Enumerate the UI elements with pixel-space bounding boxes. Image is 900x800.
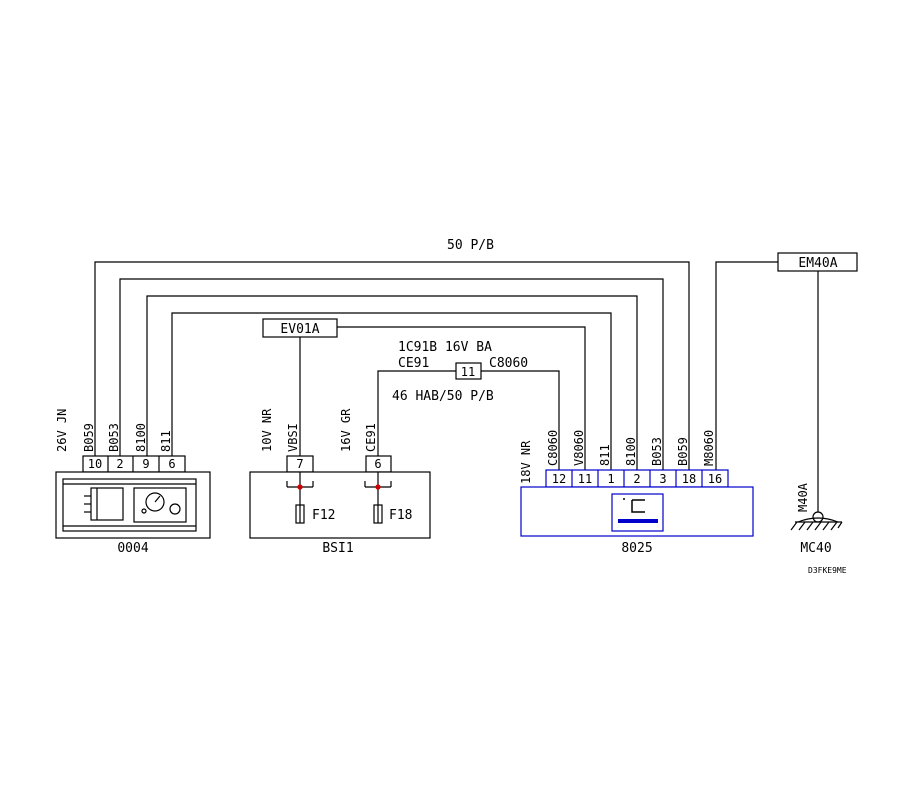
pin-label: 7 [296,457,303,471]
ground-mc40[interactable] [790,511,843,531]
junction-dot [375,484,381,490]
fuse-f18-label: F18 [389,508,412,523]
component-8025[interactable]: 12 11 1 2 3 18 16 [520,469,754,537]
connector-em40a-label: EM40A [798,256,837,271]
pin-label: 6 [374,457,381,471]
connector-0004-label: 26V JN [55,409,69,452]
pin-label: 12 [552,472,566,486]
wire-label: 811 [159,430,173,452]
ground-icon [812,511,824,523]
pin-label: 2 [633,472,640,486]
pin-label: 10 [88,457,102,471]
wire-b053 [119,278,664,470]
wire-ce91 [377,370,456,456]
wire-label: 8100 [134,423,148,452]
wire-label: V8060 [572,430,586,466]
connector-11[interactable]: 11 [455,362,482,380]
component-0004-name: 0004 [117,541,148,556]
pin-label: 6 [168,457,175,471]
junction-dot [297,484,303,490]
wire-label: M40A [796,482,810,512]
wire-label: B059 [676,437,690,466]
connector-em40a[interactable]: EM40A [777,252,858,272]
cable-label-bottom: 46 HAB/50 P/B [392,389,494,404]
pin-label: 2 [116,457,123,471]
ground-mc40-name: MC40 [800,541,831,556]
component-0004[interactable]: 10 2 9 6 [55,455,211,539]
wire-label: B053 [107,423,121,452]
connector-ev01a[interactable]: EV01A [262,318,338,338]
fuse-f12-label: F12 [312,508,335,523]
connector-bsi1-left-label: 10V NR [260,408,274,452]
component-8025-name: 8025 [621,541,652,556]
wire-label: M8060 [702,430,716,466]
component-bsi1-name: BSI1 [322,541,353,556]
pin-label: 11 [578,472,592,486]
pin-label: 16 [708,472,722,486]
wire-label: 811 [598,444,612,466]
wire-811 [171,312,612,470]
diagram-ref: D3FKE9ME [808,566,847,575]
wire-c8060 [481,370,560,470]
wire-label: VBSI [286,423,300,452]
wire-label: C8060 [546,430,560,466]
component-bsi1[interactable]: 7 6 F12 F18 [249,455,431,539]
wire-ev01a-8025 [337,326,586,470]
cable-label-ce91: CE91 [398,356,429,371]
wire-label: CE91 [364,423,378,452]
wire-b059 [94,261,690,470]
wire-label: B053 [650,437,664,466]
connector-ev01a-label: EV01A [280,322,319,337]
wire-8100 [146,295,638,470]
cable-label-c8060: C8060 [489,356,528,371]
bus-label: 50 P/B [447,238,494,253]
pin-label: 9 [142,457,149,471]
pin-label: 3 [659,472,666,486]
wire-label: 8100 [624,437,638,466]
connector-bsi1-right-label: 16V GR [339,408,353,452]
wire-label: B059 [82,423,96,452]
wire-m8060 [715,261,778,470]
cable-label-top: 1C91B 16V BA [398,340,492,355]
pin-label: 1 [607,472,614,486]
connector-8025-label: 18V NR [519,440,533,484]
connector-11-label: 11 [461,365,475,379]
pin-label: 18 [682,472,696,486]
